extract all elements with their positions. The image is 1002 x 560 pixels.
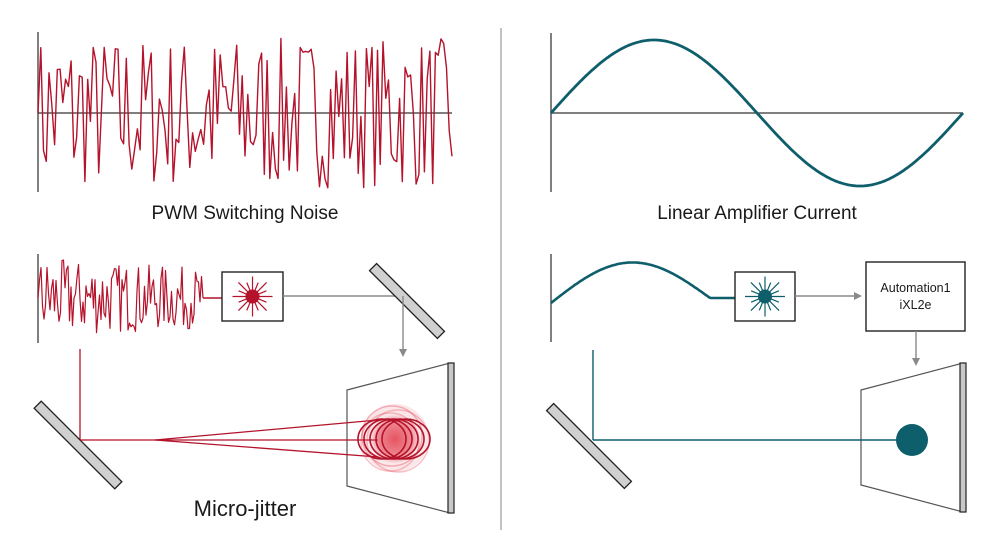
controller-label-line1: Automation1: [880, 281, 950, 295]
mirror-bottom-right: [545, 402, 633, 490]
laser-core: [758, 289, 772, 304]
jittered-laser-spot: [357, 404, 431, 473]
small-sine-waveform: [550, 261, 735, 305]
small-sine-chart: [550, 254, 735, 342]
laser-source-box-right: [734, 271, 796, 322]
controller-box: Automation1 iXL2e: [865, 261, 966, 332]
small-noise-chart: [37, 254, 222, 343]
left-panel: PWM Switching Noise: [33, 32, 455, 521]
linear-current-chart: [549, 33, 965, 192]
laser-burst-icon: [745, 276, 785, 317]
linear-current-title: Linear Amplifier Current: [657, 203, 857, 224]
small-noise-waveform: [37, 259, 204, 334]
right-panel: Linear Amplifier Current Automation1 iXL…: [545, 33, 967, 513]
linear-current-sine-wave: [549, 38, 965, 188]
mirror-bottom-left: [33, 400, 123, 490]
stable-laser-spot: [896, 424, 928, 456]
micro-jitter-caption: Micro-jitter: [194, 496, 297, 521]
laser-burst-icon: [232, 276, 273, 317]
controller-label-line2: iXL2e: [900, 298, 932, 312]
pwm-noise-title: PWM Switching Noise: [152, 203, 339, 224]
laser-core: [245, 289, 260, 304]
laser-source-box: [221, 271, 284, 322]
pwm-noise-waveform: [37, 37, 453, 189]
jitter-beams: [154, 419, 379, 458]
mirror-top: [368, 262, 446, 340]
pwm-noise-chart: [37, 32, 453, 192]
